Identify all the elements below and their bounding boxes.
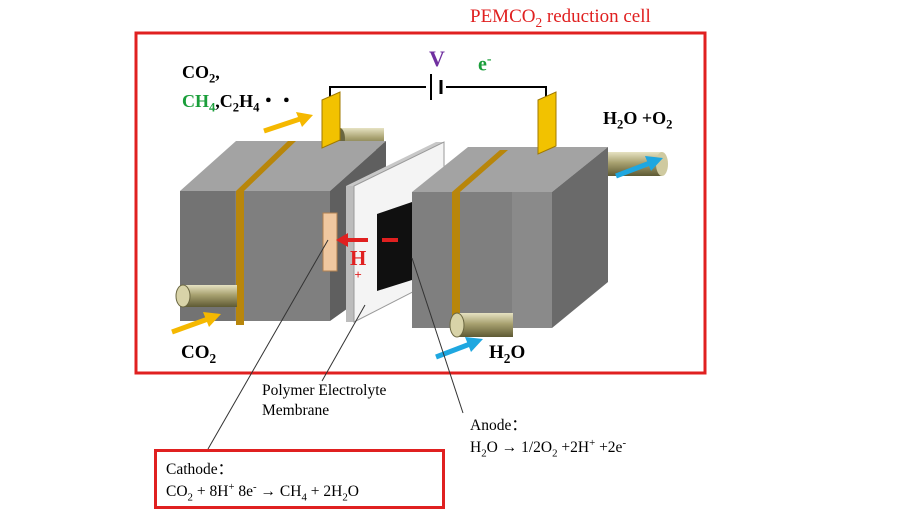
anode-terminal bbox=[537, 91, 557, 155]
circuit-wire bbox=[329, 86, 547, 98]
cathode-equation-box bbox=[154, 449, 445, 509]
leader-lines bbox=[207, 239, 464, 450]
co2-product-arrow bbox=[263, 112, 313, 134]
co2-inlet-label: CO2 bbox=[181, 342, 217, 366]
proton-label: H+ bbox=[350, 246, 367, 282]
cathode-terminal bbox=[321, 91, 341, 149]
cathode-label: Cathode： bbox=[166, 461, 234, 478]
anode-block bbox=[412, 147, 608, 328]
voltage-label: V bbox=[429, 46, 445, 71]
battery-icon bbox=[430, 74, 443, 100]
anode-equation: H2O → 1/2O2 +2H+ +2e- bbox=[470, 437, 627, 460]
cathode-catalyst bbox=[322, 212, 338, 272]
cathode-equation: CO2 + 8H+ 8e- → CH4 + 2H2O bbox=[166, 481, 359, 504]
anode-inlet-pipe bbox=[449, 312, 513, 338]
h2o-inlet-label: H2O bbox=[489, 342, 526, 366]
cathode-products-line1: CO2, bbox=[182, 62, 220, 86]
cathode-inlet-pipe bbox=[175, 284, 237, 308]
cell-frame bbox=[134, 31, 707, 375]
co2-inlet-arrow bbox=[171, 312, 221, 335]
anode-products-label: H2O +O2 bbox=[603, 108, 673, 132]
h2o-o2-outlet-arrow bbox=[615, 156, 663, 179]
membrane-label: Polymer Electrolyte Membrane bbox=[262, 382, 387, 419]
h2o-inlet-arrow bbox=[435, 337, 483, 360]
diagram-title: PEMCO2 reduction cell bbox=[470, 6, 651, 30]
anode-label: Anode： bbox=[470, 417, 527, 434]
cathode-products-line2: CH4,C2H4・・ bbox=[182, 91, 296, 115]
anode-outlet-pipe bbox=[600, 152, 668, 176]
proton-arrow bbox=[336, 233, 398, 247]
anode-catalyst bbox=[377, 202, 412, 291]
electron-label: e- bbox=[478, 52, 492, 76]
